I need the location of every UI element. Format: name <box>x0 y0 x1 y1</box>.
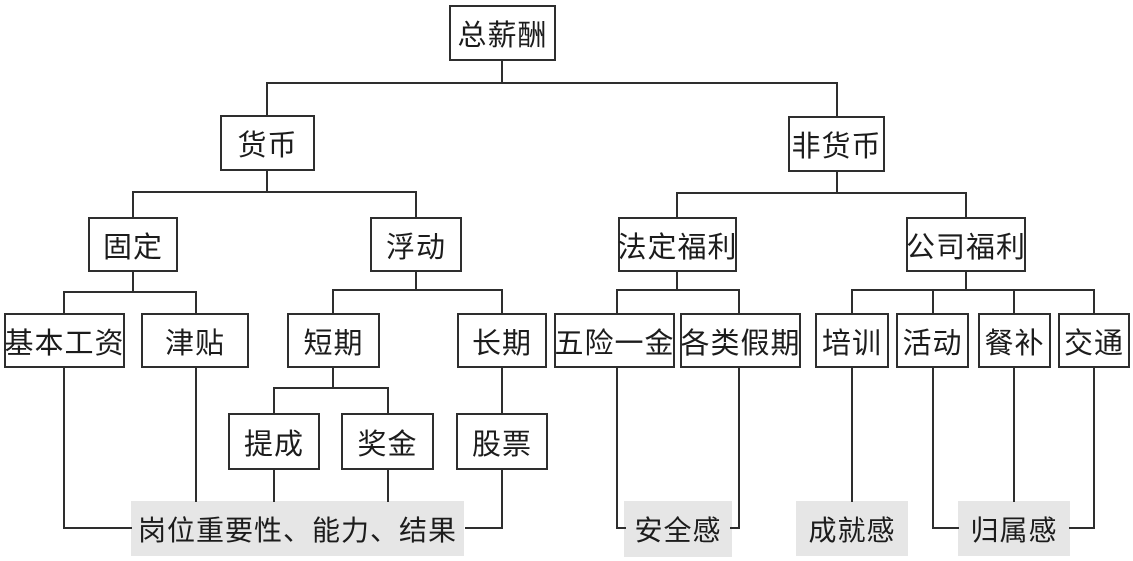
connector-line <box>501 289 503 314</box>
node-commission: 提成 <box>228 413 320 470</box>
connector-line <box>676 271 678 291</box>
node-training: 培训 <box>815 313 889 368</box>
connector-line <box>273 387 389 389</box>
connector-line <box>836 171 838 194</box>
connector-line <box>387 387 389 414</box>
note-belonging: 归属感 <box>958 501 1070 556</box>
connector-line <box>965 192 967 218</box>
connector-line <box>332 289 503 291</box>
node-base-salary: 基本工资 <box>4 313 125 368</box>
node-variable: 浮动 <box>370 217 462 272</box>
connector-line <box>415 191 417 218</box>
connector-line <box>332 289 334 314</box>
connector-line <box>273 387 275 414</box>
note-achievement: 成就感 <box>796 501 908 556</box>
connector-line <box>1093 289 1095 314</box>
connector-line <box>1093 367 1095 529</box>
connector-line <box>501 469 503 529</box>
node-non-monetary: 非货币 <box>788 116 885 172</box>
connector-line <box>851 289 1095 291</box>
connector-line <box>1013 367 1015 502</box>
connector-line <box>836 83 838 117</box>
connector-line <box>965 271 967 291</box>
connector-line <box>616 289 740 291</box>
connector-line <box>676 192 678 218</box>
connector-line <box>266 170 268 193</box>
connector-line <box>332 367 334 389</box>
connector-line <box>1013 289 1015 314</box>
connector-line <box>1069 527 1095 529</box>
connector-line <box>501 61 503 84</box>
connector-line <box>387 469 389 502</box>
node-statutory-benefits: 法定福利 <box>618 217 737 272</box>
connector-line <box>132 191 417 193</box>
connector-line <box>932 289 934 314</box>
connector-line <box>616 367 618 529</box>
connector-line <box>932 367 934 529</box>
connector-line <box>273 469 275 502</box>
connector-line <box>266 83 268 116</box>
connector-line <box>132 271 134 293</box>
connector-line <box>63 291 65 314</box>
node-short-term: 短期 <box>287 313 380 368</box>
connector-line <box>63 367 65 529</box>
connector-line <box>266 82 838 84</box>
connector-line <box>465 527 503 529</box>
node-activities: 活动 <box>896 313 969 368</box>
node-company-benefits: 公司福利 <box>906 217 1026 272</box>
connector-line <box>63 291 197 293</box>
connector-line <box>932 527 959 529</box>
connector-line <box>195 367 197 502</box>
connector-line <box>851 367 853 502</box>
note-performance-factors: 岗位重要性、能力、结果 <box>131 501 464 556</box>
node-meal-subsidy: 餐补 <box>978 313 1051 368</box>
connector-line <box>616 527 626 529</box>
note-security: 安全感 <box>624 501 732 557</box>
connector-line <box>63 527 132 529</box>
connector-line <box>415 271 417 291</box>
node-stock: 股票 <box>456 413 548 470</box>
connector-line <box>132 191 134 218</box>
connector-line <box>501 367 503 414</box>
node-bonus: 奖金 <box>341 413 434 470</box>
connector-line <box>738 289 740 314</box>
node-holidays: 各类假期 <box>680 313 801 368</box>
node-monetary: 货币 <box>220 115 315 171</box>
node-long-term: 长期 <box>457 313 547 368</box>
connector-line <box>730 527 740 529</box>
node-total-compensation: 总薪酬 <box>449 5 556 61</box>
node-allowance: 津贴 <box>141 313 249 368</box>
connector-line <box>616 289 618 314</box>
connector-line <box>676 192 967 194</box>
connector-line <box>851 289 853 314</box>
node-transport: 交通 <box>1058 313 1130 368</box>
connector-line <box>195 291 197 314</box>
node-fixed: 固定 <box>88 217 178 272</box>
node-five-insurances: 五险一金 <box>554 313 675 368</box>
connector-line <box>738 367 740 529</box>
